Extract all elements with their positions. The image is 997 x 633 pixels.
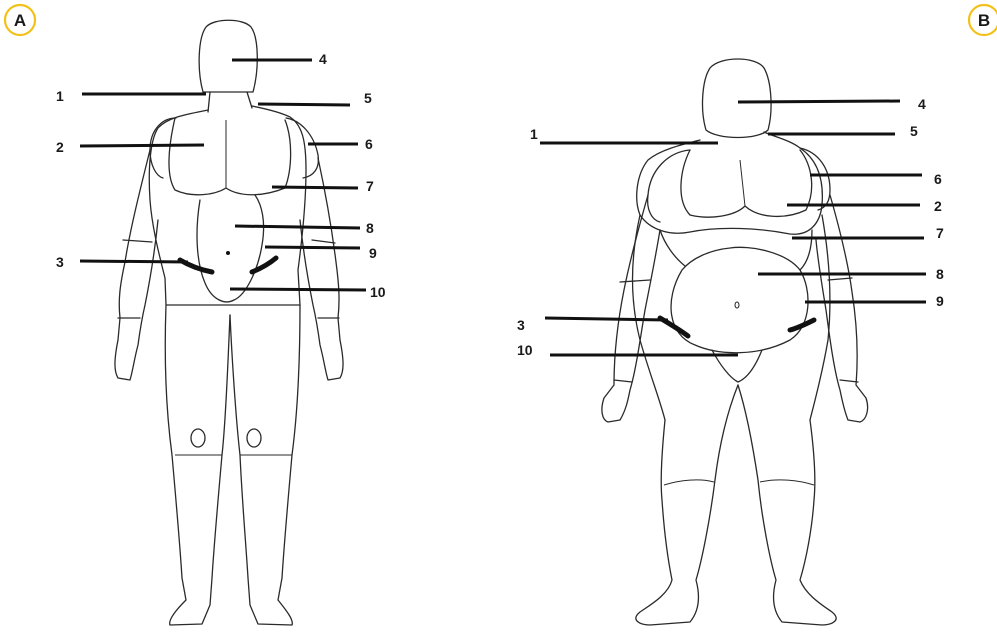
- leader-a-9: [265, 247, 360, 248]
- leader-a-7: [272, 187, 358, 188]
- right-leg: [230, 305, 300, 625]
- label-a-6: 6: [365, 136, 373, 152]
- leader-b-4: [738, 101, 900, 102]
- panel-b: B: [517, 5, 997, 625]
- label-a-4: 4: [319, 51, 327, 67]
- panel-a-badge: A: [5, 5, 35, 35]
- left-arm: [115, 150, 158, 380]
- abdomen: [197, 195, 264, 302]
- label-b-4: 4: [918, 96, 926, 112]
- left-arm: [602, 195, 660, 422]
- label-a-1: 1: [56, 88, 64, 104]
- lean-figure: [115, 20, 343, 625]
- right-knee: [247, 429, 261, 447]
- leader-a-5: [258, 104, 350, 105]
- label-b-1: 1: [530, 126, 538, 142]
- right-arm: [300, 158, 343, 380]
- leader-a-3: [80, 261, 188, 262]
- left-knee: [191, 429, 205, 447]
- label-a-8: 8: [366, 220, 374, 236]
- label-a-2: 2: [56, 139, 64, 155]
- label-a-9: 9: [369, 245, 377, 261]
- label-a-3: 3: [56, 254, 64, 270]
- label-a-7: 7: [366, 178, 374, 194]
- leader-b-3: [545, 318, 668, 320]
- torso: [149, 106, 306, 305]
- panel-b-badge: B: [969, 5, 997, 35]
- label-a-5: 5: [364, 90, 372, 106]
- left-leg: [165, 305, 230, 625]
- panel-b-badge-letter: B: [978, 11, 990, 30]
- label-b-3: 3: [517, 317, 525, 333]
- label-b-10: 10: [517, 342, 533, 358]
- label-b-2: 2: [934, 198, 942, 214]
- left-shoulder: [150, 118, 176, 178]
- label-b-7: 7: [936, 225, 944, 241]
- label-b-8: 8: [936, 266, 944, 282]
- label-b-9: 9: [936, 293, 944, 309]
- head: [199, 20, 257, 92]
- upper-torso: [637, 132, 823, 234]
- leader-a-8: [235, 226, 360, 228]
- panel-a: A: [5, 5, 386, 625]
- panel-a-leaders: [80, 60, 366, 290]
- head: [703, 59, 772, 138]
- label-b-5: 5: [910, 123, 918, 139]
- panel-a-badge-letter: A: [14, 11, 26, 30]
- right-leg: [738, 385, 836, 625]
- label-a-10: 10: [370, 284, 386, 300]
- leader-a-2: [80, 145, 204, 146]
- left-shoulder: [648, 150, 690, 222]
- left-leg: [636, 385, 738, 625]
- leader-a-10: [230, 289, 366, 290]
- label-b-6: 6: [934, 171, 942, 187]
- belly: [671, 247, 808, 352]
